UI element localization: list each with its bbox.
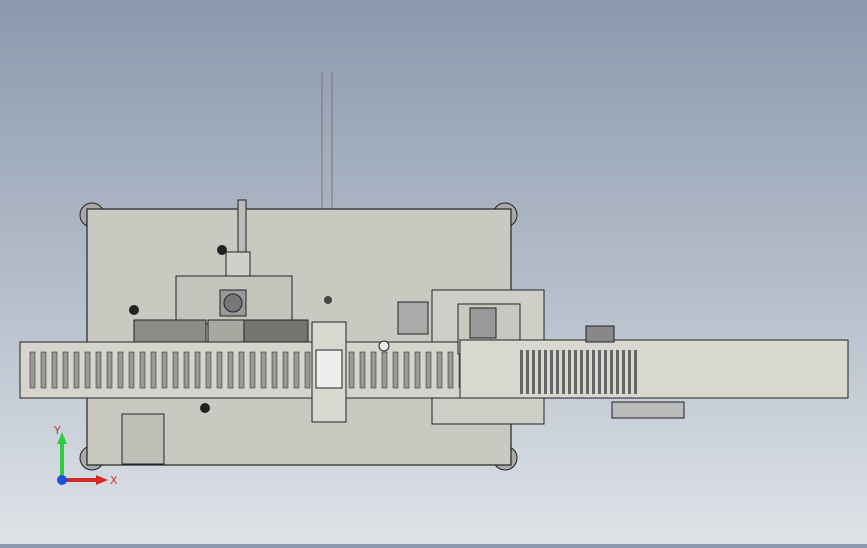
knob [129, 305, 139, 315]
conveyor-slat [62, 351, 69, 389]
conveyor-slat [117, 351, 124, 389]
conveyor-slat [293, 351, 300, 389]
conveyor-slat [51, 351, 58, 389]
drive-motor [585, 325, 615, 343]
conveyor-slat [150, 351, 157, 389]
conveyor-slat [370, 351, 377, 389]
conveyor-slat [348, 351, 355, 389]
outfeed-slat [610, 350, 613, 394]
conveyor-slat [139, 351, 146, 389]
outfeed-slat [562, 350, 565, 394]
outfeed-slat [592, 350, 595, 394]
conveyor-slat [84, 351, 91, 389]
outfeed-slat [574, 350, 577, 394]
conveyor-slat [392, 351, 399, 389]
post-bracket [225, 251, 251, 281]
outfeed-slats [520, 350, 637, 394]
outfeed-slat [544, 350, 547, 394]
outfeed-slat [520, 350, 523, 394]
knob [378, 340, 390, 352]
conveyor-slat [260, 351, 267, 389]
outfeed-slat [634, 350, 637, 394]
conveyor-slat [106, 351, 113, 389]
outfeed-slat [526, 350, 529, 394]
outfeed-slat [628, 350, 631, 394]
conveyor-slat [447, 351, 454, 389]
outfeed-conveyor [459, 339, 849, 399]
outfeed-slat [538, 350, 541, 394]
conveyor-slat [414, 351, 421, 389]
right-mechanism-window [469, 307, 497, 339]
conveyor-slat [128, 351, 135, 389]
z-axis-dot [57, 475, 67, 485]
outfeed-slat [556, 350, 559, 394]
conveyor-slat [249, 351, 256, 389]
conveyor-slat [403, 351, 410, 389]
conveyor-slat [282, 351, 289, 389]
conveyor-slat [73, 351, 80, 389]
center-module-cylinder [315, 349, 343, 389]
outfeed-slat [598, 350, 601, 394]
conveyor-slat [172, 351, 179, 389]
vertical-post [237, 199, 247, 256]
housing-motor [223, 293, 243, 313]
conveyor-slat [381, 351, 388, 389]
conveyor-slat [238, 351, 245, 389]
outfeed-slat [580, 350, 583, 394]
conveyor-slat [205, 351, 212, 389]
x-axis-arrowhead [96, 475, 108, 485]
axis-triad: Y X [53, 424, 118, 487]
y-axis-label: Y [53, 424, 61, 437]
conveyor-slat [29, 351, 36, 389]
conveyor-slat [436, 351, 443, 389]
conveyor-slat [40, 351, 47, 389]
outfeed-slat [532, 350, 535, 394]
conveyor-slat [359, 351, 366, 389]
conveyor-slat [194, 351, 201, 389]
conveyor-slat [425, 351, 432, 389]
outfeed-slat [616, 350, 619, 394]
conveyor-slat [227, 351, 234, 389]
knob [217, 245, 227, 255]
outfeed-slat [550, 350, 553, 394]
control-box [121, 413, 165, 465]
conveyor-slat [216, 351, 223, 389]
conveyor-slat [183, 351, 190, 389]
conveyor-slat [271, 351, 278, 389]
x-axis-label: X [110, 474, 118, 487]
outfeed-slat [568, 350, 571, 394]
side-motor [397, 301, 429, 335]
outfeed-slat [622, 350, 625, 394]
drive-gearbox [611, 401, 685, 419]
conveyor-slat [161, 351, 168, 389]
knob [200, 403, 210, 413]
y-axis-arrowhead [57, 432, 67, 444]
outfeed-slat [604, 350, 607, 394]
conveyor-slat [95, 351, 102, 389]
outfeed-slat [586, 350, 589, 394]
conveyor-slat [304, 351, 311, 389]
knob [324, 296, 332, 304]
